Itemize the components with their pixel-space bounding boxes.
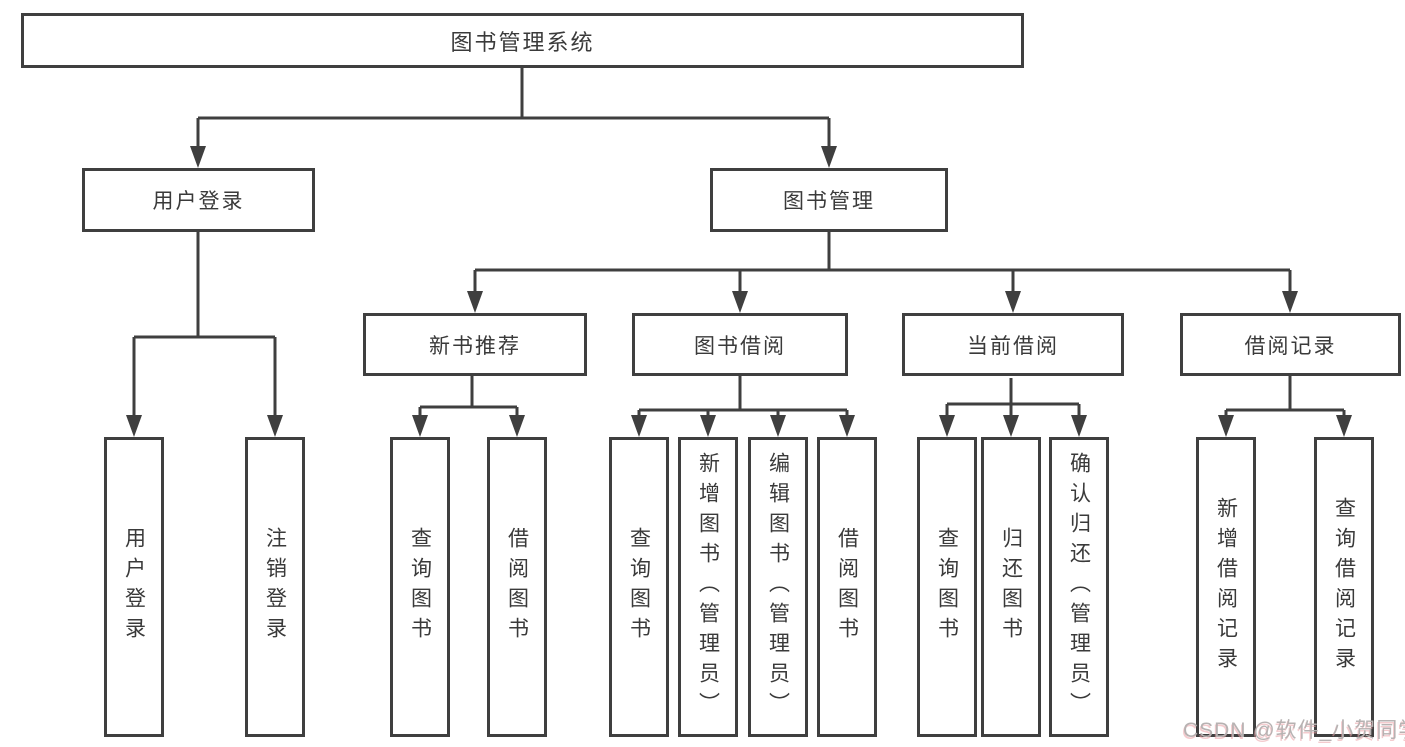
leaf-query-books-borrow: 查询图书 [609, 437, 669, 737]
node-root-system: 图书管理系统 [21, 13, 1024, 68]
leaf-return-books: 归还图书 [981, 437, 1041, 737]
node-current-borrow: 当前借阅 [902, 313, 1124, 376]
leaf-borrow-books: 借阅图书 [817, 437, 877, 737]
leaf-add-borrow-record: 新增借阅记录 [1196, 437, 1256, 737]
leaf-query-books-recommend: 查询图书 [390, 437, 450, 737]
leaf-borrow-books-recommend: 借阅图书 [487, 437, 547, 737]
node-book-borrow: 图书借阅 [632, 313, 848, 376]
leaf-query-borrow-record: 查询借阅记录 [1314, 437, 1374, 737]
node-user-login-branch: 用户登录 [82, 168, 315, 232]
leaf-edit-books-admin: 编辑图书（管理员） [748, 437, 808, 737]
node-book-management-branch: 图书管理 [710, 168, 948, 232]
node-new-book-recommend: 新书推荐 [363, 313, 587, 376]
leaf-confirm-return-admin: 确认归还（管理员） [1049, 437, 1109, 737]
leaf-add-books-admin: 新增图书（管理员） [678, 437, 738, 737]
leaf-query-books-current: 查询图书 [917, 437, 977, 737]
csdn-watermark: CSDN @软件_小贺同学 [1183, 719, 1405, 742]
leaf-user-login: 用户登录 [104, 437, 164, 737]
node-borrow-records: 借阅记录 [1180, 313, 1401, 376]
leaf-logout: 注销登录 [245, 437, 305, 737]
